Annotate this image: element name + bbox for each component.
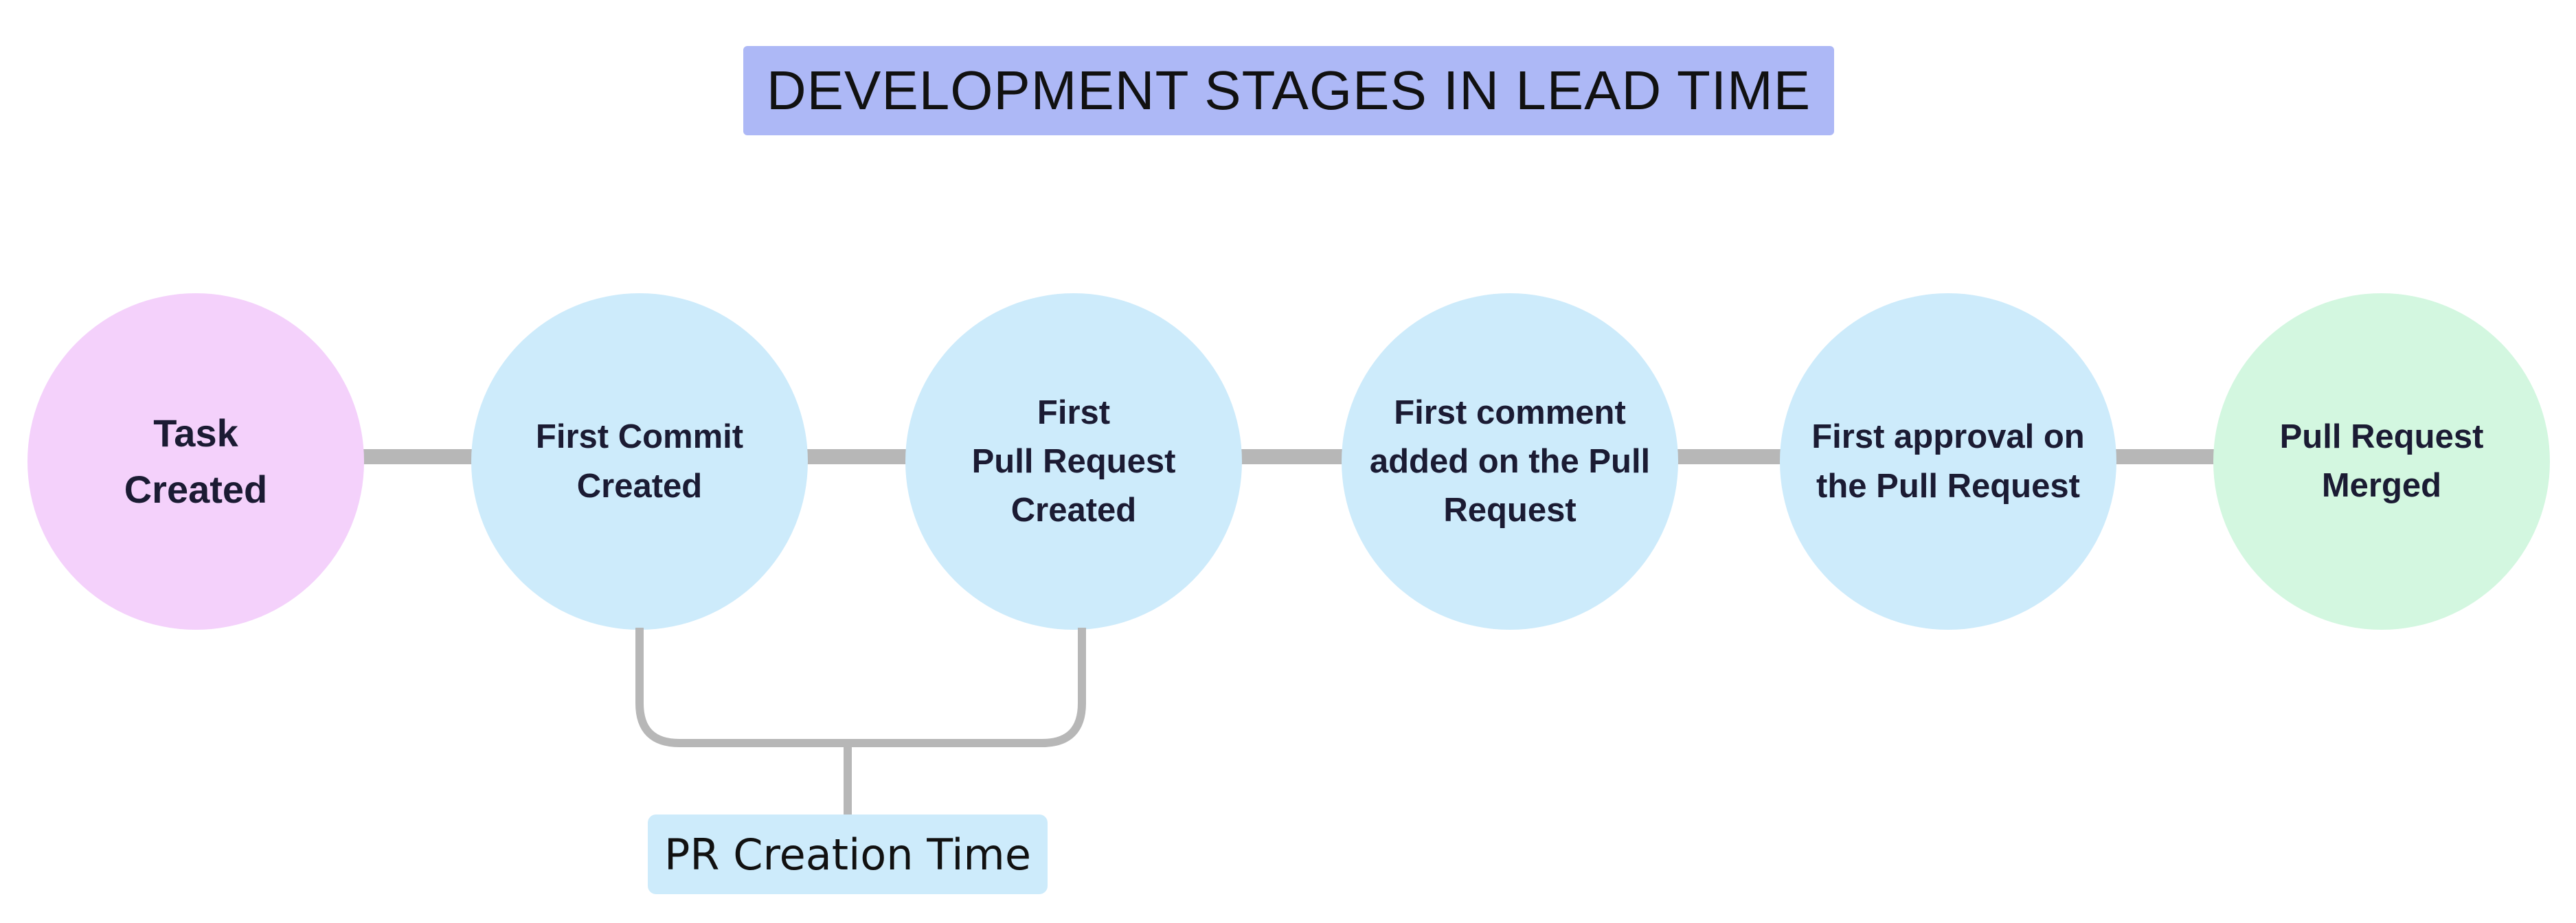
connector-5 <box>2116 449 2220 464</box>
pr-creation-time-box: PR Creation Time <box>648 814 1048 894</box>
stage-first-comment: First comment added on the Pull Request <box>1342 293 1678 630</box>
title-banner: DEVELOPMENT STAGES IN LEAD TIME <box>743 46 1834 135</box>
bracket-line <box>635 628 1086 747</box>
connector-3 <box>1238 449 1346 464</box>
stage-first-pull-request: First Pull Request Created <box>905 293 1242 630</box>
stage-first-commit: First Commit Created <box>471 293 808 630</box>
stage-pull-request-merged: Pull Request Merged <box>2213 293 2550 630</box>
stage-label: Task Created <box>124 411 268 511</box>
stage-label: First approval on the Pull Request <box>1811 418 2085 505</box>
pr-creation-time-label: PR Creation Time <box>664 829 1031 880</box>
stage-task-created: Task Created <box>27 293 364 630</box>
connector-2 <box>805 449 907 464</box>
stage-label: First comment added on the Pull Request <box>1369 394 1651 529</box>
stage-label: First Commit Created <box>535 418 744 505</box>
diagram-title: DEVELOPMENT STAGES IN LEAD TIME <box>766 60 1811 121</box>
connector-4 <box>1677 449 1782 464</box>
connector-1 <box>363 449 473 464</box>
stage-label: First Pull Request Created <box>971 394 1176 529</box>
stage-first-approval: First approval on the Pull Request <box>1780 293 2116 630</box>
stage-label: Pull Request Merged <box>2279 418 2484 504</box>
